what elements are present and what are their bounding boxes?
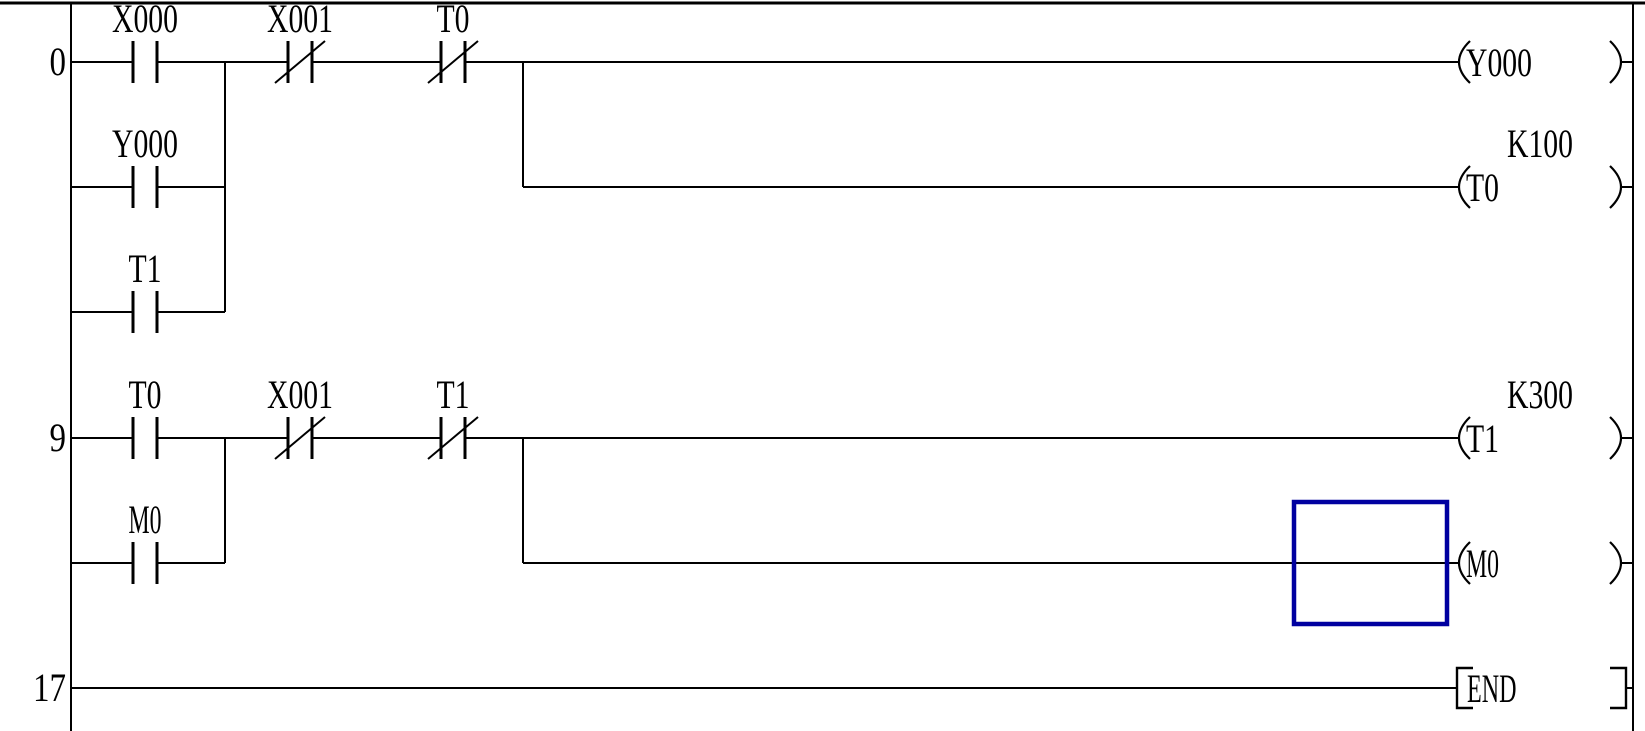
contact-nc-x001[interactable]: X001 bbox=[267, 372, 333, 460]
contact-label: X000 bbox=[112, 0, 178, 41]
coil-setpoint: K300 bbox=[1507, 372, 1573, 417]
contact-label: Y000 bbox=[112, 121, 178, 166]
contact-label: T0 bbox=[437, 0, 470, 41]
step-number: 0 bbox=[50, 39, 67, 84]
contact-no-x000[interactable]: X000 bbox=[112, 0, 178, 83]
coil-right-paren bbox=[1609, 416, 1623, 460]
step-number: 17 bbox=[33, 665, 66, 710]
coil-label: T0 bbox=[1466, 165, 1499, 210]
coil-m0[interactable]: M0 bbox=[1457, 541, 1623, 586]
coil-right-paren bbox=[1609, 165, 1623, 209]
contact-no-t1[interactable]: T1 bbox=[129, 246, 162, 333]
contact-no-t0[interactable]: T0 bbox=[129, 372, 162, 459]
coil-label: Y000 bbox=[1466, 40, 1532, 85]
nc-slash bbox=[427, 416, 479, 460]
contact-no-m0[interactable]: M0 bbox=[129, 497, 162, 584]
coil-right-paren bbox=[1609, 40, 1623, 84]
coil-y000[interactable]: Y000 bbox=[1457, 40, 1623, 85]
coil-setpoint: K100 bbox=[1507, 121, 1573, 166]
nc-slash bbox=[427, 40, 479, 84]
contact-label: T0 bbox=[129, 372, 162, 417]
nc-slash bbox=[274, 416, 326, 460]
contact-label: T1 bbox=[437, 372, 470, 417]
nc-slash bbox=[274, 40, 326, 84]
contact-no-y000[interactable]: Y000 bbox=[112, 121, 178, 208]
right-bracket bbox=[1610, 666, 1628, 710]
contact-nc-t0[interactable]: T0 bbox=[427, 0, 479, 84]
contact-label: X001 bbox=[267, 372, 333, 417]
contact-nc-t1[interactable]: T1 bbox=[427, 372, 479, 460]
step-number: 9 bbox=[50, 415, 67, 460]
coil-right-paren bbox=[1609, 541, 1623, 585]
instruction-label: END bbox=[1467, 666, 1517, 711]
coil-label: M0 bbox=[1466, 541, 1499, 586]
contact-nc-x001[interactable]: X001 bbox=[267, 0, 333, 84]
coil-left-paren bbox=[1457, 416, 1471, 460]
coil-left-paren bbox=[1457, 165, 1471, 209]
contact-label: T1 bbox=[129, 246, 162, 291]
contact-label: M0 bbox=[129, 497, 162, 542]
coil-label: T1 bbox=[1466, 416, 1499, 461]
contact-label: X001 bbox=[267, 0, 333, 41]
coil-left-paren bbox=[1457, 40, 1471, 84]
left-bracket bbox=[1455, 666, 1473, 710]
edit-cursor[interactable] bbox=[1291, 499, 1450, 627]
coil-left-paren bbox=[1457, 541, 1471, 585]
instruction-end[interactable]: END bbox=[1455, 666, 1628, 711]
